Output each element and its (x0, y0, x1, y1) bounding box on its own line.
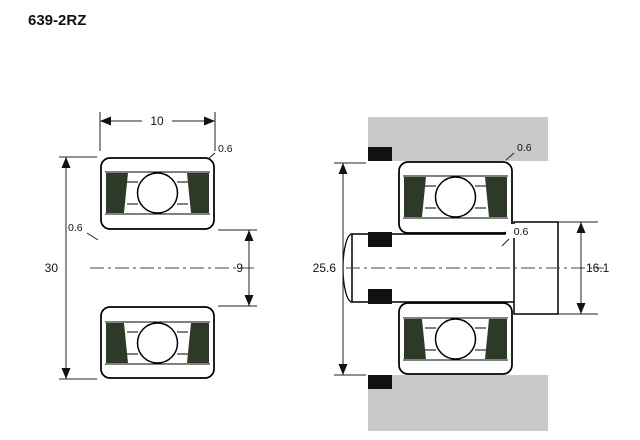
spacer-block (368, 232, 392, 247)
dim-bore: 9 (218, 229, 257, 307)
dim-housing-abutment-label: 25.6 (313, 261, 337, 275)
dim-outer-diameter: 30 (45, 156, 97, 380)
dim-width-label: 10 (150, 114, 164, 128)
left-section-view: 10 30 9 0.6 0.6 (45, 112, 258, 380)
leader-line (505, 152, 515, 161)
label-backing (506, 224, 537, 238)
chamfer-outer-label: 0.6 (218, 143, 233, 155)
chamfer-inner-label: 0.6 (68, 222, 83, 234)
right-mounting-view: 25.6 16.1 0.6 0.6 (313, 117, 610, 431)
drawing-title: 639-2RZ (28, 12, 87, 29)
chamfer-inner-callout: 0.6 (68, 222, 99, 241)
dim-shaft-abutment-label: 16.1 (586, 261, 610, 275)
fillet-shaft-callout: 0.6 (501, 224, 537, 247)
abutment-blocks (368, 147, 392, 389)
label-backing (142, 113, 172, 128)
spacer-block (368, 147, 392, 161)
fillet-shaft-label: 0.6 (514, 226, 529, 238)
leader-line (207, 152, 216, 160)
dim-housing-abutment: 25.6 (313, 162, 366, 376)
bearing-section-bottom (398, 302, 513, 375)
fillet-housing-label: 0.6 (517, 142, 532, 154)
dim-outer-diameter-label: 30 (45, 261, 59, 275)
spacer-block (368, 375, 392, 389)
spacer-block (368, 289, 392, 304)
housing-bottom (368, 375, 548, 431)
dim-shaft-abutment: 16.1 (558, 221, 610, 315)
housing-top (368, 117, 548, 161)
bearing-section-top (398, 161, 513, 234)
bearing-section-bottom (100, 306, 215, 379)
leader-line (501, 238, 510, 247)
leader-line (86, 232, 99, 241)
dim-bore-label: 9 (236, 261, 243, 275)
bearing-section-top (100, 157, 215, 230)
dim-width: 10 (99, 112, 216, 151)
chamfer-outer-callout: 0.6 (207, 143, 233, 160)
fillet-housing-callout: 0.6 (505, 142, 532, 161)
